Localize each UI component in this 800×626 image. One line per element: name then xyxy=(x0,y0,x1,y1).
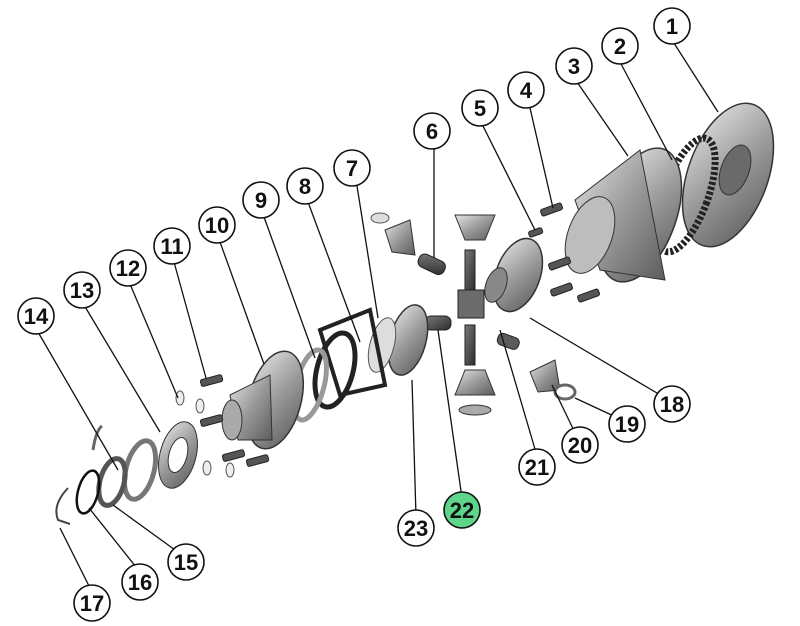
svg-text:18: 18 xyxy=(660,392,684,417)
part-small-washers xyxy=(175,390,235,478)
part-ring-15 xyxy=(96,456,128,508)
part-pinion-gears xyxy=(370,212,496,416)
callout-10: 10 xyxy=(198,206,236,244)
callout-4: 4 xyxy=(507,71,545,109)
svg-text:21: 21 xyxy=(525,455,549,480)
callout-15: 15 xyxy=(167,543,205,581)
svg-text:4: 4 xyxy=(520,78,533,103)
callout-12: 12 xyxy=(109,249,147,287)
svg-text:14: 14 xyxy=(24,304,49,329)
svg-text:12: 12 xyxy=(116,256,140,281)
part-spring-cage xyxy=(312,307,397,410)
svg-text:3: 3 xyxy=(568,54,580,79)
callout-7: 7 xyxy=(333,149,371,187)
callout-13: 13 xyxy=(63,271,101,309)
svg-text:22: 22 xyxy=(450,498,474,523)
part-bolts-case xyxy=(528,202,601,303)
svg-text:9: 9 xyxy=(255,188,267,213)
callout-22: 22 xyxy=(443,491,481,529)
callout-16: 16 xyxy=(121,563,159,601)
part-pinion-washer xyxy=(529,359,577,401)
svg-text:15: 15 xyxy=(174,550,198,575)
leader-lines xyxy=(37,39,719,593)
callout-14: 14 xyxy=(17,297,55,335)
part-ring-16 xyxy=(75,469,101,515)
svg-text:11: 11 xyxy=(160,234,183,259)
callout-17: 17 xyxy=(73,584,111,622)
part-snap-ring xyxy=(55,487,71,525)
part-bolts-hub xyxy=(199,374,270,467)
svg-text:13: 13 xyxy=(70,278,94,303)
svg-text:10: 10 xyxy=(205,213,229,238)
part-pin-6 xyxy=(417,253,446,276)
part-bearing xyxy=(158,421,198,489)
svg-text:16: 16 xyxy=(128,570,152,595)
callout-18: 18 xyxy=(653,385,691,423)
callout-21: 21 xyxy=(518,448,556,486)
callout-1: 1 xyxy=(653,7,691,45)
callout-8: 8 xyxy=(286,167,324,205)
callouts: 1 2 3 4 5 6 7 8 9 10 11 12 13 14 15 16 1… xyxy=(17,7,691,622)
part-differential-case xyxy=(564,147,683,283)
svg-text:8: 8 xyxy=(299,174,311,199)
part-pin-22 xyxy=(424,315,452,331)
svg-text:23: 23 xyxy=(404,516,428,541)
svg-text:7: 7 xyxy=(346,156,358,181)
callout-5: 5 xyxy=(461,89,499,127)
svg-text:2: 2 xyxy=(614,34,626,59)
svg-text:20: 20 xyxy=(568,433,592,458)
svg-text:6: 6 xyxy=(426,119,438,144)
callout-19: 19 xyxy=(608,405,646,443)
part-flange-cover xyxy=(681,102,775,248)
svg-text:17: 17 xyxy=(80,591,104,616)
callout-9: 9 xyxy=(242,181,280,219)
svg-text:5: 5 xyxy=(474,96,486,121)
part-hub xyxy=(221,350,305,450)
callout-3: 3 xyxy=(555,47,593,85)
callout-23: 23 xyxy=(397,509,435,547)
svg-text:19: 19 xyxy=(615,412,639,437)
part-side-gear-right xyxy=(484,237,544,313)
parts-layer xyxy=(55,102,775,525)
callout-11: 11 xyxy=(153,227,191,265)
callout-20: 20 xyxy=(561,426,599,464)
callout-6: 6 xyxy=(413,112,451,150)
callout-2: 2 xyxy=(601,27,639,65)
svg-text:1: 1 xyxy=(666,14,678,39)
